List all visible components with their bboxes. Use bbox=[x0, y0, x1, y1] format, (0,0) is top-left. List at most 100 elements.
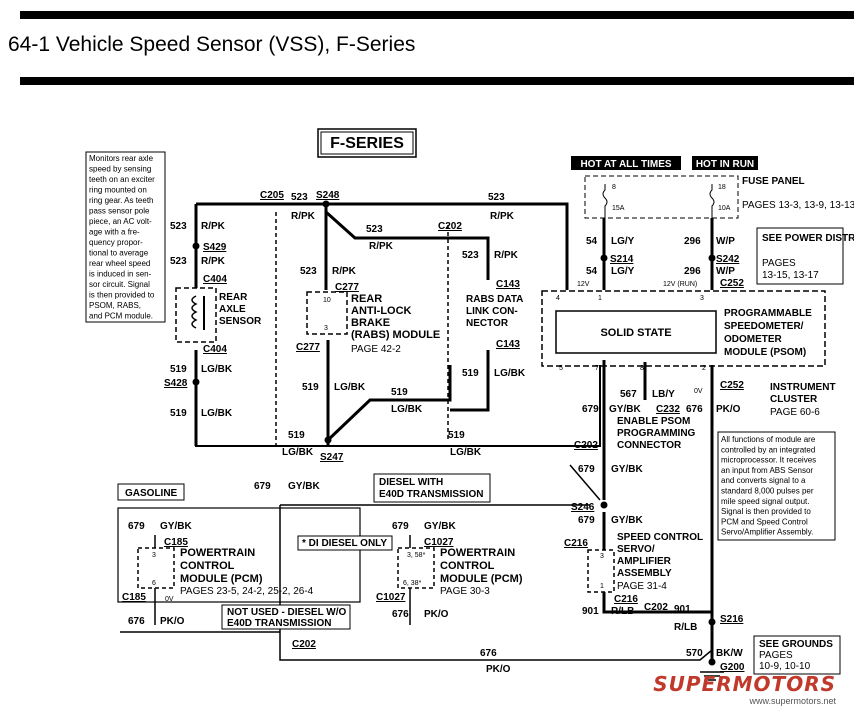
svg-text:PROGRAMMING: PROGRAMMING bbox=[617, 428, 696, 439]
svg-text:LG/BK: LG/BK bbox=[391, 404, 423, 415]
svg-text:S246: S246 bbox=[571, 502, 595, 513]
svg-text:15A: 15A bbox=[612, 205, 625, 212]
svg-text:PAGE 60-6: PAGE 60-6 bbox=[770, 407, 820, 418]
svg-text:C277: C277 bbox=[335, 282, 359, 293]
svg-text:GY/BK: GY/BK bbox=[609, 404, 641, 415]
svg-text:679: 679 bbox=[582, 404, 599, 415]
svg-text:C252: C252 bbox=[720, 278, 744, 289]
svg-text:REAR: REAR bbox=[351, 293, 382, 305]
fuse-panel: 8 15A 18 10A FUSE PANEL PAGES 13-3, 13-9… bbox=[584, 175, 854, 219]
note-line: Signal is then provided to bbox=[721, 507, 811, 516]
svg-text:REAR: REAR bbox=[219, 292, 248, 303]
svg-text:POWERTRAIN: POWERTRAIN bbox=[180, 547, 255, 559]
svg-text:8: 8 bbox=[640, 365, 644, 372]
psom-module: SOLID STATE PROGRAMMABLE SPEEDOMETER/ OD… bbox=[541, 281, 826, 395]
wire-523-link bbox=[324, 210, 490, 280]
svg-text:S214: S214 bbox=[610, 254, 634, 265]
svg-text:523: 523 bbox=[300, 266, 317, 277]
note-line: tional to average bbox=[89, 249, 149, 258]
note-line: ring mounted on bbox=[89, 186, 147, 195]
svg-text:CONTROL: CONTROL bbox=[440, 560, 495, 572]
svg-text:MODULE (PSOM): MODULE (PSOM) bbox=[724, 347, 806, 358]
svg-text:PAGES 13-3, 13-9, 13-13: PAGES 13-3, 13-9, 13-13 bbox=[742, 200, 854, 211]
svg-text:R/PK: R/PK bbox=[332, 266, 357, 277]
svg-text:676: 676 bbox=[686, 404, 703, 415]
svg-text:C202: C202 bbox=[644, 602, 668, 613]
svg-text:R/LB: R/LB bbox=[674, 622, 697, 633]
svg-text:ANTI-LOCK: ANTI-LOCK bbox=[351, 305, 412, 317]
svg-text:C216: C216 bbox=[614, 594, 638, 605]
svg-text:6: 6 bbox=[152, 580, 156, 587]
svg-text:GASOLINE: GASOLINE bbox=[125, 488, 178, 499]
svg-text:679: 679 bbox=[578, 515, 595, 526]
note-line: sor circuit. Signal bbox=[89, 280, 150, 289]
note-line: an input from ABS Sensor bbox=[721, 466, 813, 475]
svg-text:1: 1 bbox=[600, 583, 604, 590]
svg-text:679: 679 bbox=[578, 464, 595, 475]
svg-text:0V: 0V bbox=[694, 388, 703, 395]
svg-text:523: 523 bbox=[462, 250, 479, 261]
svg-text:F-SERIES: F-SERIES bbox=[330, 135, 404, 152]
svg-text:10: 10 bbox=[323, 297, 331, 304]
svg-text:519: 519 bbox=[288, 430, 305, 441]
svg-text:CONNECTOR: CONNECTOR bbox=[617, 440, 682, 451]
svg-text:(RABS) MODULE: (RABS) MODULE bbox=[351, 329, 440, 341]
note-line: teeth on an exciter bbox=[89, 175, 155, 184]
svg-text:PAGES: PAGES bbox=[759, 650, 793, 661]
svg-text:RABS DATA: RABS DATA bbox=[466, 294, 523, 305]
note-line: PSOM, RABS, bbox=[89, 301, 141, 310]
svg-text:PROGRAMMABLE: PROGRAMMABLE bbox=[724, 308, 812, 319]
svg-text:MODULE (PCM): MODULE (PCM) bbox=[180, 573, 263, 585]
svg-text:C185: C185 bbox=[122, 592, 146, 603]
svg-text:S242: S242 bbox=[716, 254, 740, 265]
svg-text:679: 679 bbox=[128, 521, 145, 532]
note-line: standard 8,000 pulses per bbox=[721, 487, 814, 496]
svg-text:679: 679 bbox=[254, 481, 271, 492]
svg-text:SERVO/: SERVO/ bbox=[617, 544, 655, 555]
svg-text:C202: C202 bbox=[292, 639, 316, 650]
svg-text:3: 3 bbox=[700, 295, 704, 302]
svg-text:PAGES: PAGES bbox=[762, 258, 796, 269]
svg-text:LG/BK: LG/BK bbox=[450, 447, 482, 458]
svg-text:AXLE: AXLE bbox=[219, 304, 246, 315]
svg-text:BRAKE: BRAKE bbox=[351, 317, 390, 329]
svg-text:0V: 0V bbox=[165, 596, 174, 603]
svg-text:R/PK: R/PK bbox=[291, 211, 316, 222]
note-line: ring gear. As teeth bbox=[89, 196, 154, 205]
note-line: Servo/Amplifier Assembly. bbox=[721, 528, 813, 537]
svg-text:S248: S248 bbox=[316, 190, 340, 201]
svg-text:ODOMETER: ODOMETER bbox=[724, 334, 783, 345]
svg-text:LG/BK: LG/BK bbox=[201, 408, 233, 419]
svg-text:901: 901 bbox=[674, 604, 691, 615]
svg-text:LG/Y: LG/Y bbox=[611, 266, 635, 277]
svg-text:R/PK: R/PK bbox=[494, 250, 519, 261]
note-line: age with a fre- bbox=[89, 228, 140, 237]
svg-text:13-15, 13-17: 13-15, 13-17 bbox=[762, 270, 819, 281]
svg-text:SOLID STATE: SOLID STATE bbox=[600, 327, 671, 339]
svg-text:12V: 12V bbox=[577, 281, 590, 288]
svg-text:R/LB: R/LB bbox=[611, 606, 634, 617]
pcm-gasoline: 3 6 0V POWERTRAIN CONTROL MODULE (PCM) P… bbox=[137, 547, 314, 603]
svg-text:MODULE (PCM): MODULE (PCM) bbox=[440, 573, 523, 585]
svg-text:10-9, 10-10: 10-9, 10-10 bbox=[759, 661, 811, 672]
svg-text:676: 676 bbox=[392, 609, 409, 620]
svg-text:R/PK: R/PK bbox=[490, 211, 515, 222]
watermark-url: www.supermotors.net bbox=[749, 696, 836, 706]
rear-axle-sensor: REAR AXLE SENSOR bbox=[175, 287, 262, 343]
svg-text:C216: C216 bbox=[564, 538, 588, 549]
svg-text:519: 519 bbox=[170, 364, 187, 375]
svg-text:GY/BK: GY/BK bbox=[424, 521, 456, 532]
title-rule bbox=[20, 77, 854, 85]
rabs-data-link: RABS DATA LINK CON- NECTOR bbox=[466, 294, 523, 329]
svg-text:7: 7 bbox=[595, 365, 599, 372]
watermark: SUPERMOTORS www.supermotors.net bbox=[653, 672, 836, 706]
svg-text:ENABLE PSOM: ENABLE PSOM bbox=[617, 416, 690, 427]
svg-text:NECTOR: NECTOR bbox=[466, 318, 509, 329]
svg-text:NOT USED - DIESEL W/O: NOT USED - DIESEL W/O bbox=[227, 607, 346, 618]
svg-text:296: 296 bbox=[684, 266, 701, 277]
svg-text:C277: C277 bbox=[296, 342, 320, 353]
svg-text:519: 519 bbox=[391, 387, 408, 398]
